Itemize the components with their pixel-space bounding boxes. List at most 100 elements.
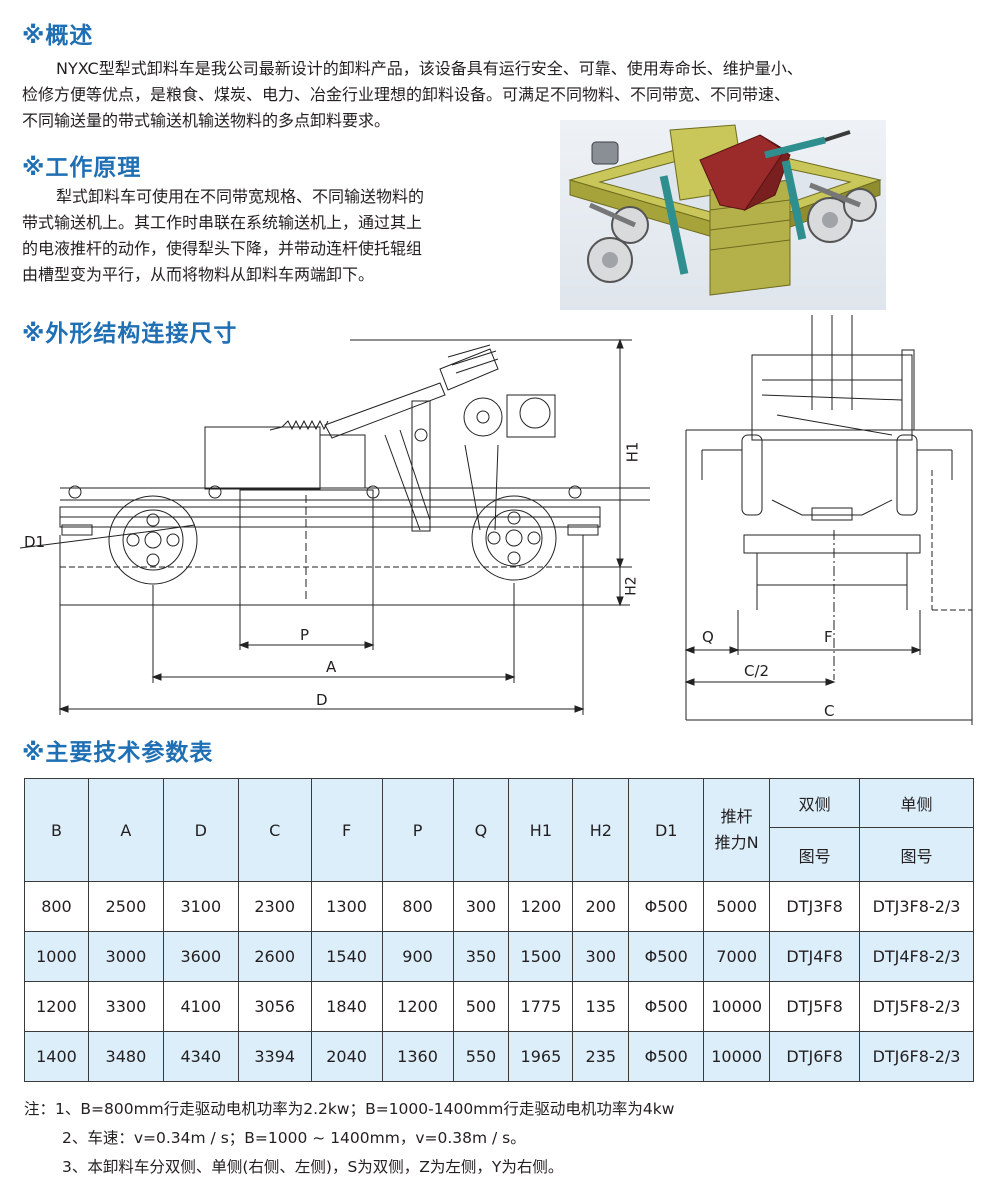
- p-label: P: [300, 626, 310, 644]
- table-cell: 1200: [508, 881, 574, 932]
- table-cell: 2040: [310, 1031, 383, 1082]
- overview-line: 不同输送量的带式输送机输送物料的多点卸料要求。: [22, 111, 391, 130]
- table-cell: 10000: [703, 1031, 771, 1082]
- principle-line: 带式输送机上。其工作时串联在系统输送机上，通过其上: [22, 213, 423, 232]
- principle-text: 犁式卸料车可使用在不同带宽规格、不同输送物料的 带式输送机上。其工作时串联在系统…: [22, 184, 542, 288]
- table-cell: 3480: [87, 1031, 164, 1082]
- c-half-label: C/2: [744, 662, 770, 680]
- table-cell: 900: [381, 931, 454, 982]
- table-cell: 2600: [237, 931, 312, 982]
- table-cell: 7000: [703, 931, 771, 982]
- h2-label: H2: [623, 576, 640, 596]
- table-cell: Φ500: [628, 881, 705, 932]
- table-cell: 1840: [310, 981, 383, 1032]
- d-label: D: [316, 691, 328, 709]
- table-cell: DTJ6F8: [769, 1031, 861, 1082]
- spec-table: B A D C F P Q H1 H2 D1 推杆 推力N 双侧 单侧 图号 图…: [24, 778, 974, 1082]
- col-header-double-side: 双侧: [769, 778, 861, 828]
- principle-heading: ※工作原理: [22, 155, 142, 181]
- table-cell: 200: [572, 881, 630, 932]
- col-header-q: Q: [452, 778, 510, 882]
- table-cell: DTJ4F8-2/3: [859, 931, 974, 982]
- table-cell: 4340: [162, 1031, 239, 1082]
- f-label: F: [824, 628, 833, 646]
- table-cell: 2500: [87, 881, 164, 932]
- table-cell: DTJ3F8: [769, 881, 861, 932]
- principle-line: 由槽型变为平行，从而将物料从卸料车两端卸下。: [22, 265, 375, 284]
- thrust-header-line: 推杆: [720, 807, 753, 826]
- table-cell: 800: [24, 881, 89, 932]
- d1-label: D1: [24, 533, 46, 551]
- dimensions-heading: ※外形结构连接尺寸: [22, 321, 238, 347]
- table-cell: 1300: [310, 881, 383, 932]
- overview-text: NYXC型犁式卸料车是我公司最新设计的卸料产品，该设备具有运行安全、可靠、使用寿…: [22, 56, 982, 134]
- a-label: A: [326, 658, 337, 676]
- col-header-c: C: [237, 778, 312, 882]
- table-cell: 1200: [381, 981, 454, 1032]
- note-line: 3、本卸料车分双侧、单侧(右侧、左侧)，S为双侧，Z为左侧，Y为右侧。: [62, 1158, 564, 1176]
- thrust-header-line: 推力N: [714, 833, 759, 852]
- table-cell: 1965: [508, 1031, 574, 1082]
- col-header-a: A: [87, 778, 164, 882]
- table-cell: 1500: [508, 931, 574, 982]
- c-label: C: [824, 702, 835, 720]
- col-header-b: B: [24, 778, 89, 882]
- principle-line: 的电液推杆的动作，使得犁头下降，并带动连杆使托辊组: [22, 239, 423, 258]
- table-cell: DTJ5F8: [769, 981, 861, 1032]
- table-cell: 300: [572, 931, 630, 982]
- table-cell: 1360: [381, 1031, 454, 1082]
- table-cell: 3100: [162, 881, 239, 932]
- col-header-h1: H1: [508, 778, 574, 882]
- table-cell: Φ500: [628, 981, 705, 1032]
- table-cell: Φ500: [628, 1031, 705, 1082]
- table-cell: 2300: [237, 881, 312, 932]
- table-cell: 235: [572, 1031, 630, 1082]
- table-cell: 135: [572, 981, 630, 1032]
- principle-line: 犁式卸料车可使用在不同带宽规格、不同输送物料的: [56, 187, 425, 206]
- table-cell: DTJ5F8-2/3: [859, 981, 974, 1032]
- table-cell: 1400: [24, 1031, 89, 1082]
- table-cell: 350: [452, 931, 510, 982]
- table-cell: 1200: [24, 981, 89, 1032]
- table-cell: DTJ3F8-2/3: [859, 881, 974, 932]
- table-cell: 3056: [237, 981, 312, 1032]
- table-cell: DTJ4F8: [769, 931, 861, 982]
- table-cell: Φ500: [628, 931, 705, 982]
- col-header-f: F: [310, 778, 383, 882]
- table-cell: 3300: [87, 981, 164, 1032]
- table-cell: 10000: [703, 981, 771, 1032]
- tripper-car-3d-render: [560, 120, 886, 310]
- col-header-single-side: 单侧: [859, 778, 974, 828]
- table-cell: 800: [381, 881, 454, 932]
- col-header-h2: H2: [572, 778, 630, 882]
- overview-heading: ※概述: [22, 23, 94, 49]
- note-line: 2、车速：v=0.34m / s；B=1000 ~ 1400mm，v=0.38m…: [62, 1129, 526, 1147]
- table-cell: 5000: [703, 881, 771, 932]
- table-cell: 500: [452, 981, 510, 1032]
- h1-label: H1: [623, 441, 642, 463]
- col-header-thrust: 推杆 推力N: [703, 778, 771, 882]
- table-cell: DTJ6F8-2/3: [859, 1031, 974, 1082]
- side-view-drawing: D1 H1 H2 P A D: [19, 335, 650, 725]
- table-cell: 1775: [508, 981, 574, 1032]
- q-label: Q: [702, 628, 714, 646]
- overview-line: 检修方便等优点，是粮食、煤炭、电力、冶金行业理想的卸料设备。可满足不同物料、不同…: [22, 85, 791, 104]
- table-cell: 300: [452, 881, 510, 932]
- col-header-d1: D1: [628, 778, 705, 882]
- col-header-p: P: [381, 778, 454, 882]
- table-cell: 550: [452, 1031, 510, 1082]
- notes: 注：1、B=800mm行走驱动电机功率为2.2kw；B=1000-1400mm行…: [24, 1095, 674, 1182]
- note-line: 注：1、B=800mm行走驱动电机功率为2.2kw；B=1000-1400mm行…: [24, 1100, 675, 1118]
- table-cell: 3600: [162, 931, 239, 982]
- overview-line: NYXC型犁式卸料车是我公司最新设计的卸料产品，该设备具有运行安全、可靠、使用寿…: [56, 59, 803, 78]
- col-header-single-drawing: 图号: [859, 827, 974, 882]
- table-cell: 4100: [162, 981, 239, 1032]
- table-cell: 3000: [87, 931, 164, 982]
- table-cell: 3394: [237, 1031, 312, 1082]
- table-cell: 1000: [24, 931, 89, 982]
- col-header-double-drawing: 图号: [769, 827, 861, 882]
- table-cell: 1540: [310, 931, 383, 982]
